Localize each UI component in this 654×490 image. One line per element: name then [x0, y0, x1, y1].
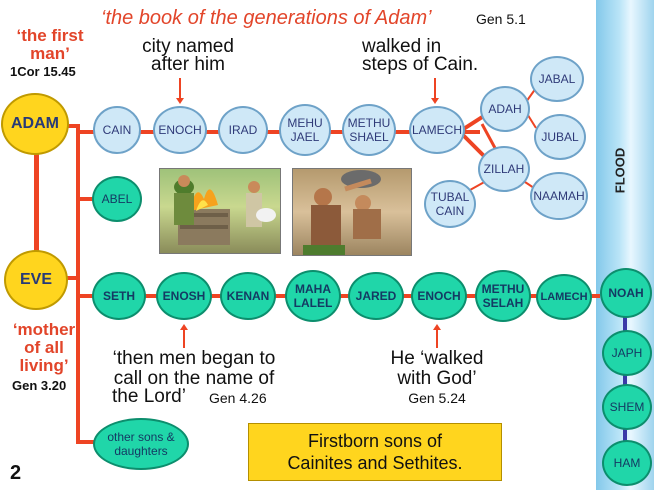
- node-ham: HAM: [602, 440, 652, 486]
- caption-box: Firstborn sons of Cainites and Sethites.: [248, 423, 502, 481]
- enoch-walk-reference: Gen 5.24: [408, 390, 466, 406]
- node-lamech-cainite: LAMECH: [409, 106, 465, 154]
- node-enoch-cainite: ENOCH: [153, 106, 207, 154]
- title-reference: Gen 5.1: [476, 11, 526, 27]
- node-jubal: JUBAL: [534, 114, 586, 160]
- enosh-note-line1: ‘then men began to: [112, 348, 276, 369]
- node-jabal: JABAL: [530, 56, 584, 102]
- cain-abel-picture: [292, 168, 412, 256]
- page-number: 2: [10, 462, 22, 484]
- node-naamah: NAAMAH: [530, 172, 588, 220]
- node-adam: ADAM: [1, 93, 69, 155]
- offerings-picture: [159, 168, 281, 254]
- node-other-sons-daughters: other sons &daughters: [93, 418, 189, 470]
- node-enoch-sethite: ENOCH: [411, 272, 467, 320]
- node-shem: SHEM: [602, 384, 652, 430]
- node-enosh: ENOSH: [156, 272, 212, 320]
- offerings-illustration: [174, 175, 276, 245]
- eve-quote-line1: ‘mother: [12, 320, 76, 339]
- node-kenan: KENAN: [220, 272, 276, 320]
- enoch-city-note-line1: city named: [142, 36, 234, 57]
- enoch-walk-note-line1: He ‘walked: [390, 348, 484, 369]
- title: ‘the book of the generations of Adam’: [101, 7, 432, 29]
- adam-quote-line1: ‘the first: [16, 26, 84, 45]
- node-noah: NOAH: [600, 268, 652, 318]
- enosh-note-line2: call on the name of: [113, 368, 275, 389]
- eve-reference: Gen 3.20: [12, 378, 67, 393]
- node-irad: IRAD: [218, 106, 268, 154]
- node-cain: CAIN: [93, 106, 141, 154]
- other-sons-line: [80, 440, 96, 444]
- enoch-city-note-line2: after him: [151, 54, 225, 75]
- cain-abel-illustration: [303, 170, 381, 255]
- node-jared: JARED: [348, 272, 404, 320]
- caption-line1: Firstborn sons of: [307, 431, 443, 451]
- family-vertical-line: [76, 124, 80, 444]
- node-adah: ADAH: [480, 86, 530, 132]
- adah-zillah-line: [480, 123, 497, 149]
- node-japh: JAPH: [602, 330, 652, 376]
- eve-quote-line2: of all: [24, 338, 64, 357]
- adam-vertical-line: [34, 150, 39, 258]
- adam-quote-line2: man’: [30, 44, 70, 63]
- node-eve: EVE: [4, 250, 68, 310]
- enosh-note-line3: the Lord’: [112, 386, 186, 407]
- node-seth: SETH: [92, 272, 146, 320]
- lamech-note-line1: walked in: [362, 36, 442, 57]
- enoch-walk-note-line2: with God’: [397, 368, 477, 389]
- eve-quote-line3: living’: [19, 356, 69, 375]
- node-zillah: ZILLAH: [478, 146, 530, 192]
- node-lamech-sethite: LAMECH: [536, 274, 592, 320]
- adam-reference: 1Cor 15.45: [10, 64, 76, 79]
- enosh-reference: Gen 4.26: [209, 390, 267, 406]
- lamech-note-line2: steps of Cain.: [362, 54, 479, 75]
- abel-line: [80, 197, 94, 201]
- caption-line2: Cainites and Sethites.: [287, 453, 463, 473]
- node-abel: ABEL: [92, 176, 142, 222]
